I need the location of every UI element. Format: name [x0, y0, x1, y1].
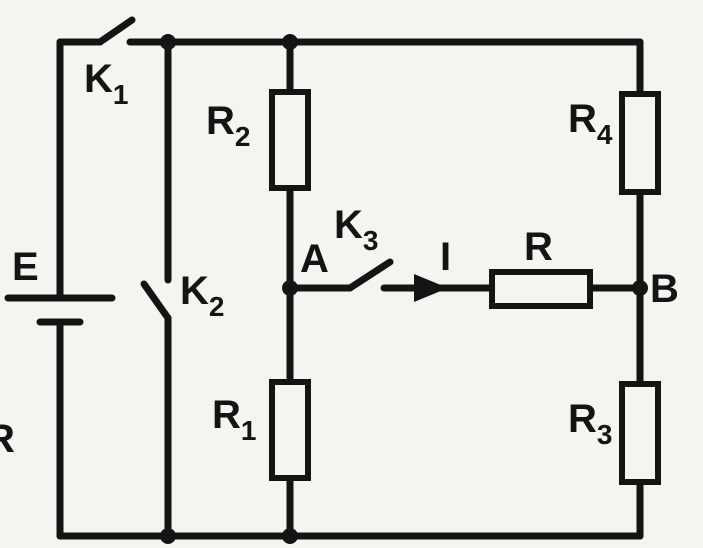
- label-k2: K2: [180, 269, 224, 322]
- node-a-dot: [282, 280, 298, 296]
- resistor-r3: [619, 381, 661, 485]
- label-r4: R4: [568, 97, 613, 150]
- junction-top-middle: [282, 34, 298, 50]
- label-k3: K3: [334, 203, 378, 256]
- label-current-i: I: [440, 235, 451, 279]
- resistor-r4: [619, 91, 661, 195]
- label-node-a: A: [300, 237, 329, 281]
- label-r1: R1: [212, 393, 256, 446]
- junction-bottom-middle: [282, 528, 298, 544]
- resistor-r: [489, 269, 593, 309]
- label-k1: K1: [84, 57, 128, 110]
- label-edge-fragment: R: [0, 417, 15, 461]
- label-node-b: B: [650, 267, 679, 311]
- label-r3: R3: [568, 397, 612, 450]
- switch-k3-blade[interactable]: [346, 258, 394, 292]
- switch-k1-blade[interactable]: [96, 16, 136, 46]
- current-arrow-icon: [414, 274, 448, 302]
- junction-top-k2: [160, 34, 176, 50]
- switch-k2-blade[interactable]: [140, 280, 172, 322]
- resistor-r2: [269, 89, 311, 191]
- resistor-r1: [269, 379, 311, 481]
- label-e: E: [12, 245, 39, 289]
- junction-bottom-k2: [160, 528, 176, 544]
- label-r2: R2: [206, 99, 250, 152]
- node-b-dot: [632, 280, 648, 296]
- label-r: R: [524, 225, 553, 269]
